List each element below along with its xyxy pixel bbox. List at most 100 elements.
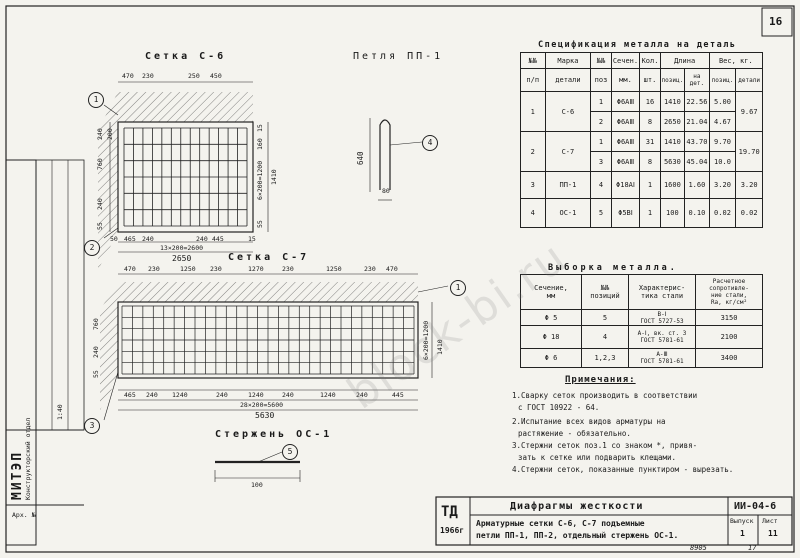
c7-dim-bottom-2: 240 xyxy=(146,391,158,399)
c6-dim-top-3: 250 xyxy=(188,72,200,80)
spec-h-nadet: на дет. xyxy=(684,68,710,92)
notes-title: Примечания: xyxy=(565,375,636,385)
spec-r5-dpoz: 1600 xyxy=(659,171,686,199)
spec-r6-ddet: 0.10 xyxy=(684,198,710,228)
vyb-h-sopr2: ние стали, xyxy=(710,292,748,299)
c7-dim-top-1: 470 xyxy=(124,265,136,273)
stamp-scale: 1:40 xyxy=(56,404,64,420)
sheet-number: 16 xyxy=(769,15,783,28)
spec-r1-kol: 16 xyxy=(639,91,661,112)
loop-pp1-callout: 4 xyxy=(422,135,438,151)
spec-r1-marka: С-6 xyxy=(544,91,592,132)
spec-h-sechen: Сечен. xyxy=(610,52,641,69)
spec-r6-vdet: 0.02 xyxy=(735,198,763,228)
c7-dim-top-7: 1250 xyxy=(326,265,342,273)
c7-left-dim-1: 760 xyxy=(92,318,100,330)
c6-dim-bottom-6: 15 xyxy=(248,235,256,243)
spec-r3-vdet: 19.70 xyxy=(735,131,763,172)
stamp-year: 1966г xyxy=(440,526,465,535)
c7-dim-top-4: 230 xyxy=(210,265,222,273)
vyb-r1-har-top: В-Ⅰ xyxy=(657,310,667,318)
spec-r6-vpoz: 0.02 xyxy=(708,198,737,228)
spec-r3-sech: Φ6АⅢ xyxy=(610,131,641,152)
spec-h-ves: Вес, кг. xyxy=(708,52,764,69)
vyb-r2-sech: Φ 18 xyxy=(520,325,582,349)
note-1b: с ГОСТ 10922 - 64. xyxy=(518,403,600,412)
spec-h-sht: шт. xyxy=(639,68,661,92)
spec-r6-sech: Φ5ВⅠ xyxy=(610,198,641,228)
spec-r2-ddet: 21.04 xyxy=(684,111,710,132)
rod-oc1-length: 100 xyxy=(251,481,263,489)
spec-h-poz: поз xyxy=(590,68,612,92)
vyborka-table: Сечение, мм №№ позиций Характерис- тика … xyxy=(520,274,763,368)
spec-h-pp: п/п xyxy=(520,68,546,92)
c6-dim-bottom-5: 445 xyxy=(212,235,224,243)
spec-r1-vdet: 9.67 xyxy=(735,91,763,132)
spec-r5-kol: 1 xyxy=(639,171,661,199)
spec-r1-vpoz: 5.00 xyxy=(708,91,737,112)
note-1a: 1.Сварку сеток производить в соответстви… xyxy=(512,391,698,400)
vyb-r1-poz: 5 xyxy=(581,309,629,326)
spec-r6-nn: 4 xyxy=(520,198,546,228)
spec-r4-ddet: 45.04 xyxy=(684,151,710,172)
c6-right-dim-4: 1410 xyxy=(270,169,278,185)
c7-callout-1: 1 xyxy=(450,280,466,296)
vyb-r1-sech: Φ 5 xyxy=(520,309,582,326)
spec-r4-sech: Φ6АⅢ xyxy=(610,151,641,172)
note-4: 4.Стержни сеток, показанные пунктиром - … xyxy=(512,465,734,474)
c6-left-dim-3: 760 xyxy=(96,158,104,170)
spec-r5-vpoz: 3.20 xyxy=(708,171,737,199)
c7-span: 28×200=5600 xyxy=(240,401,284,409)
c6-dim-bottom-3: 240 xyxy=(142,235,154,243)
spec-title: Спецификация металла на деталь xyxy=(538,40,737,50)
mesh-c7-drawing xyxy=(100,273,449,421)
vyb-r3-sech: Φ 6 xyxy=(520,348,582,368)
spec-r1-dpoz: 1410 xyxy=(659,91,686,112)
c7-dim-bottom-6: 240 xyxy=(282,391,294,399)
note-2a: 2.Испытание всех видов арматуры на xyxy=(512,417,666,426)
spec-table: №№ Марка №№ Сечен. Кол. Длина Вес, кг. п… xyxy=(520,52,764,228)
vyb-r3-poz: 1,2,3 xyxy=(581,348,629,368)
spec-r3-dpoz: 1410 xyxy=(659,131,686,152)
vyb-r2-r: 2100 xyxy=(695,325,763,349)
c7-dim-bottom-7: 1240 xyxy=(320,391,336,399)
spec-r4-dpoz: 5630 xyxy=(659,151,686,172)
spec-r1-poz: 1 xyxy=(590,91,612,112)
rod-oc1-title: Стержень ОС-1 xyxy=(215,429,333,440)
spec-r5-sech: Φ18АⅠ xyxy=(610,171,641,199)
spec-r3-ddet: 43.70 xyxy=(684,131,710,152)
c7-dim-bottom-1: 465 xyxy=(124,391,136,399)
spec-r4-vpoz: 10.0 xyxy=(708,151,737,172)
spec-h-vpoz: позиц. xyxy=(708,68,737,92)
c7-dim-bottom-4: 240 xyxy=(216,391,228,399)
stamp-arh: Арх. № xyxy=(12,511,36,519)
spec-r2-poz: 2 xyxy=(590,111,612,132)
spec-r4-kol: 8 xyxy=(639,151,661,172)
c7-callout-3: 3 xyxy=(84,418,100,434)
stamp-subtitle-2: петли ПП-1, ПП-2, отдельный стержень ОС-… xyxy=(476,531,679,540)
c6-dim-bottom-4: 240 xyxy=(196,235,208,243)
spec-r3-marka: С-7 xyxy=(544,131,592,172)
c7-dim-top-9: 470 xyxy=(386,265,398,273)
spec-h-npoz: №№ xyxy=(590,52,612,69)
spec-h-nn: №№ xyxy=(520,52,546,69)
c6-callout-1: 1 xyxy=(88,92,104,108)
c6-dim-top-4: 450 xyxy=(210,72,222,80)
spec-r3-nn: 2 xyxy=(520,131,546,172)
c7-dim-top-3: 1250 xyxy=(180,265,196,273)
c6-right-dim-1: 15 xyxy=(256,124,264,132)
stamp-code: ИИ-04-6 xyxy=(734,501,777,512)
vyb-h-sopr3: Rа, кг/см² xyxy=(710,299,748,306)
spec-r1-sech: Φ6АⅢ xyxy=(610,91,641,112)
spec-r5-marka: ПП-1 xyxy=(544,171,592,199)
stamp-institute: МИТЭП xyxy=(10,450,25,500)
vyb-r3-r: 3400 xyxy=(695,348,763,368)
c6-right-dim-3: 6×200=1200 xyxy=(256,160,264,200)
spec-r5-vdet: 3.20 xyxy=(735,171,763,199)
vyb-r3-har-top: А-Ⅲ xyxy=(656,351,668,358)
stamp-vypusk-label: Выпуск xyxy=(730,517,754,525)
note-3b: зать к сетке или подварить клещами. xyxy=(518,453,677,462)
c7-dim-bottom-9: 445 xyxy=(392,391,404,399)
spec-r3-poz: 1 xyxy=(590,131,612,152)
